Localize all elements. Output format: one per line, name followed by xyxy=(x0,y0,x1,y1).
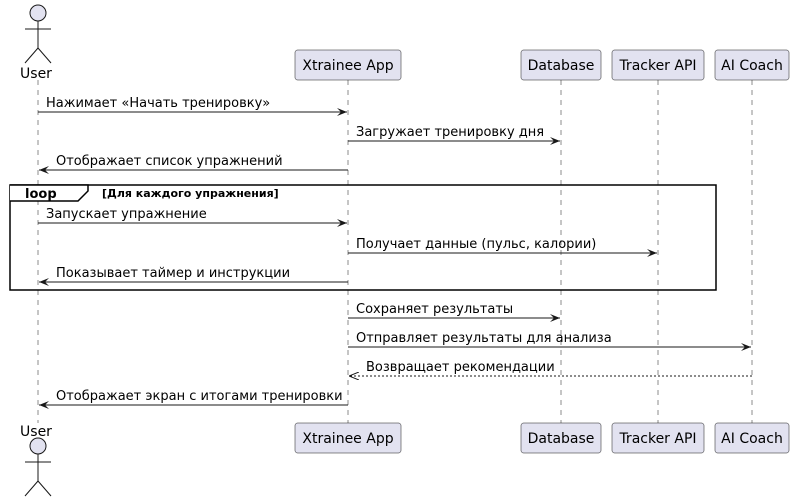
participant-box xyxy=(294,422,402,454)
participant-coach-bottom: AI Coach xyxy=(714,422,790,454)
message-label: Отображает список упражнений xyxy=(56,154,283,169)
actor-label-bottom: User xyxy=(20,424,52,440)
message-10: Отображает экран с итогами тренировки xyxy=(39,389,348,409)
participant-box xyxy=(714,49,790,81)
participant-label: Tracker API xyxy=(618,58,696,74)
message-6: Показывает таймер и инструкции xyxy=(39,266,348,286)
message-2: Загружает тренировку дня xyxy=(348,125,560,145)
participant-box xyxy=(294,49,402,81)
participant-label: Database xyxy=(528,58,595,74)
message-label: Получает данные (пульс, калории) xyxy=(356,237,596,252)
participant-app-top: Xtrainee App xyxy=(294,49,402,81)
message-9: Возвращает рекомендации xyxy=(349,360,752,376)
participant-label: Xtrainee App xyxy=(302,431,393,447)
participant-db-top: Database xyxy=(520,49,602,81)
participant-tracker-bottom: Tracker API xyxy=(611,422,705,454)
message-label: Возвращает рекомендации xyxy=(366,360,555,375)
message-4: Запускает упражнение xyxy=(38,207,347,227)
loop-condition: [Для каждого упражнения] xyxy=(102,187,279,200)
message-7: Сохраняет результаты xyxy=(348,302,560,322)
loop-tab xyxy=(10,184,89,202)
participant-box xyxy=(714,422,790,454)
message-label: Отображает экран с итогами тренировки xyxy=(56,389,343,404)
loop-frame xyxy=(9,184,717,291)
message-8: Отправляет результаты для анализа xyxy=(348,331,751,351)
message-5: Получает данные (пульс, калории) xyxy=(348,237,657,257)
participant-label: Tracker API xyxy=(618,431,696,447)
message-1: Нажимает «Начать тренировку» xyxy=(38,96,347,116)
message-label: Сохраняет результаты xyxy=(356,302,513,317)
participant-db-bottom: Database xyxy=(520,422,602,454)
message-label: Загружает тренировку дня xyxy=(356,125,544,140)
participant-box xyxy=(611,49,705,81)
message-label: Запускает упражнение xyxy=(46,207,207,222)
participant-box xyxy=(520,422,602,454)
participant-box xyxy=(611,422,705,454)
participant-app-bottom: Xtrainee App xyxy=(294,422,402,454)
actor-figure-bottom xyxy=(24,437,52,497)
message-label: Отправляет результаты для анализа xyxy=(356,331,612,346)
participant-coach-top: AI Coach xyxy=(714,49,790,81)
message-label: Нажимает «Начать тренировку» xyxy=(46,96,270,111)
participant-label: AI Coach xyxy=(721,58,783,74)
participant-tracker-top: Tracker API xyxy=(611,49,705,81)
message-3: Отображает список упражнений xyxy=(39,154,348,174)
participant-label: AI Coach xyxy=(721,431,783,447)
actor-figure-top xyxy=(24,4,52,64)
actor-label-top: User xyxy=(20,66,52,82)
participant-box xyxy=(520,49,602,81)
participant-label: Database xyxy=(528,431,595,447)
loop-keyword: loop xyxy=(25,187,57,202)
message-label: Показывает таймер и инструкции xyxy=(56,266,290,281)
participant-label: Xtrainee App xyxy=(302,58,393,74)
